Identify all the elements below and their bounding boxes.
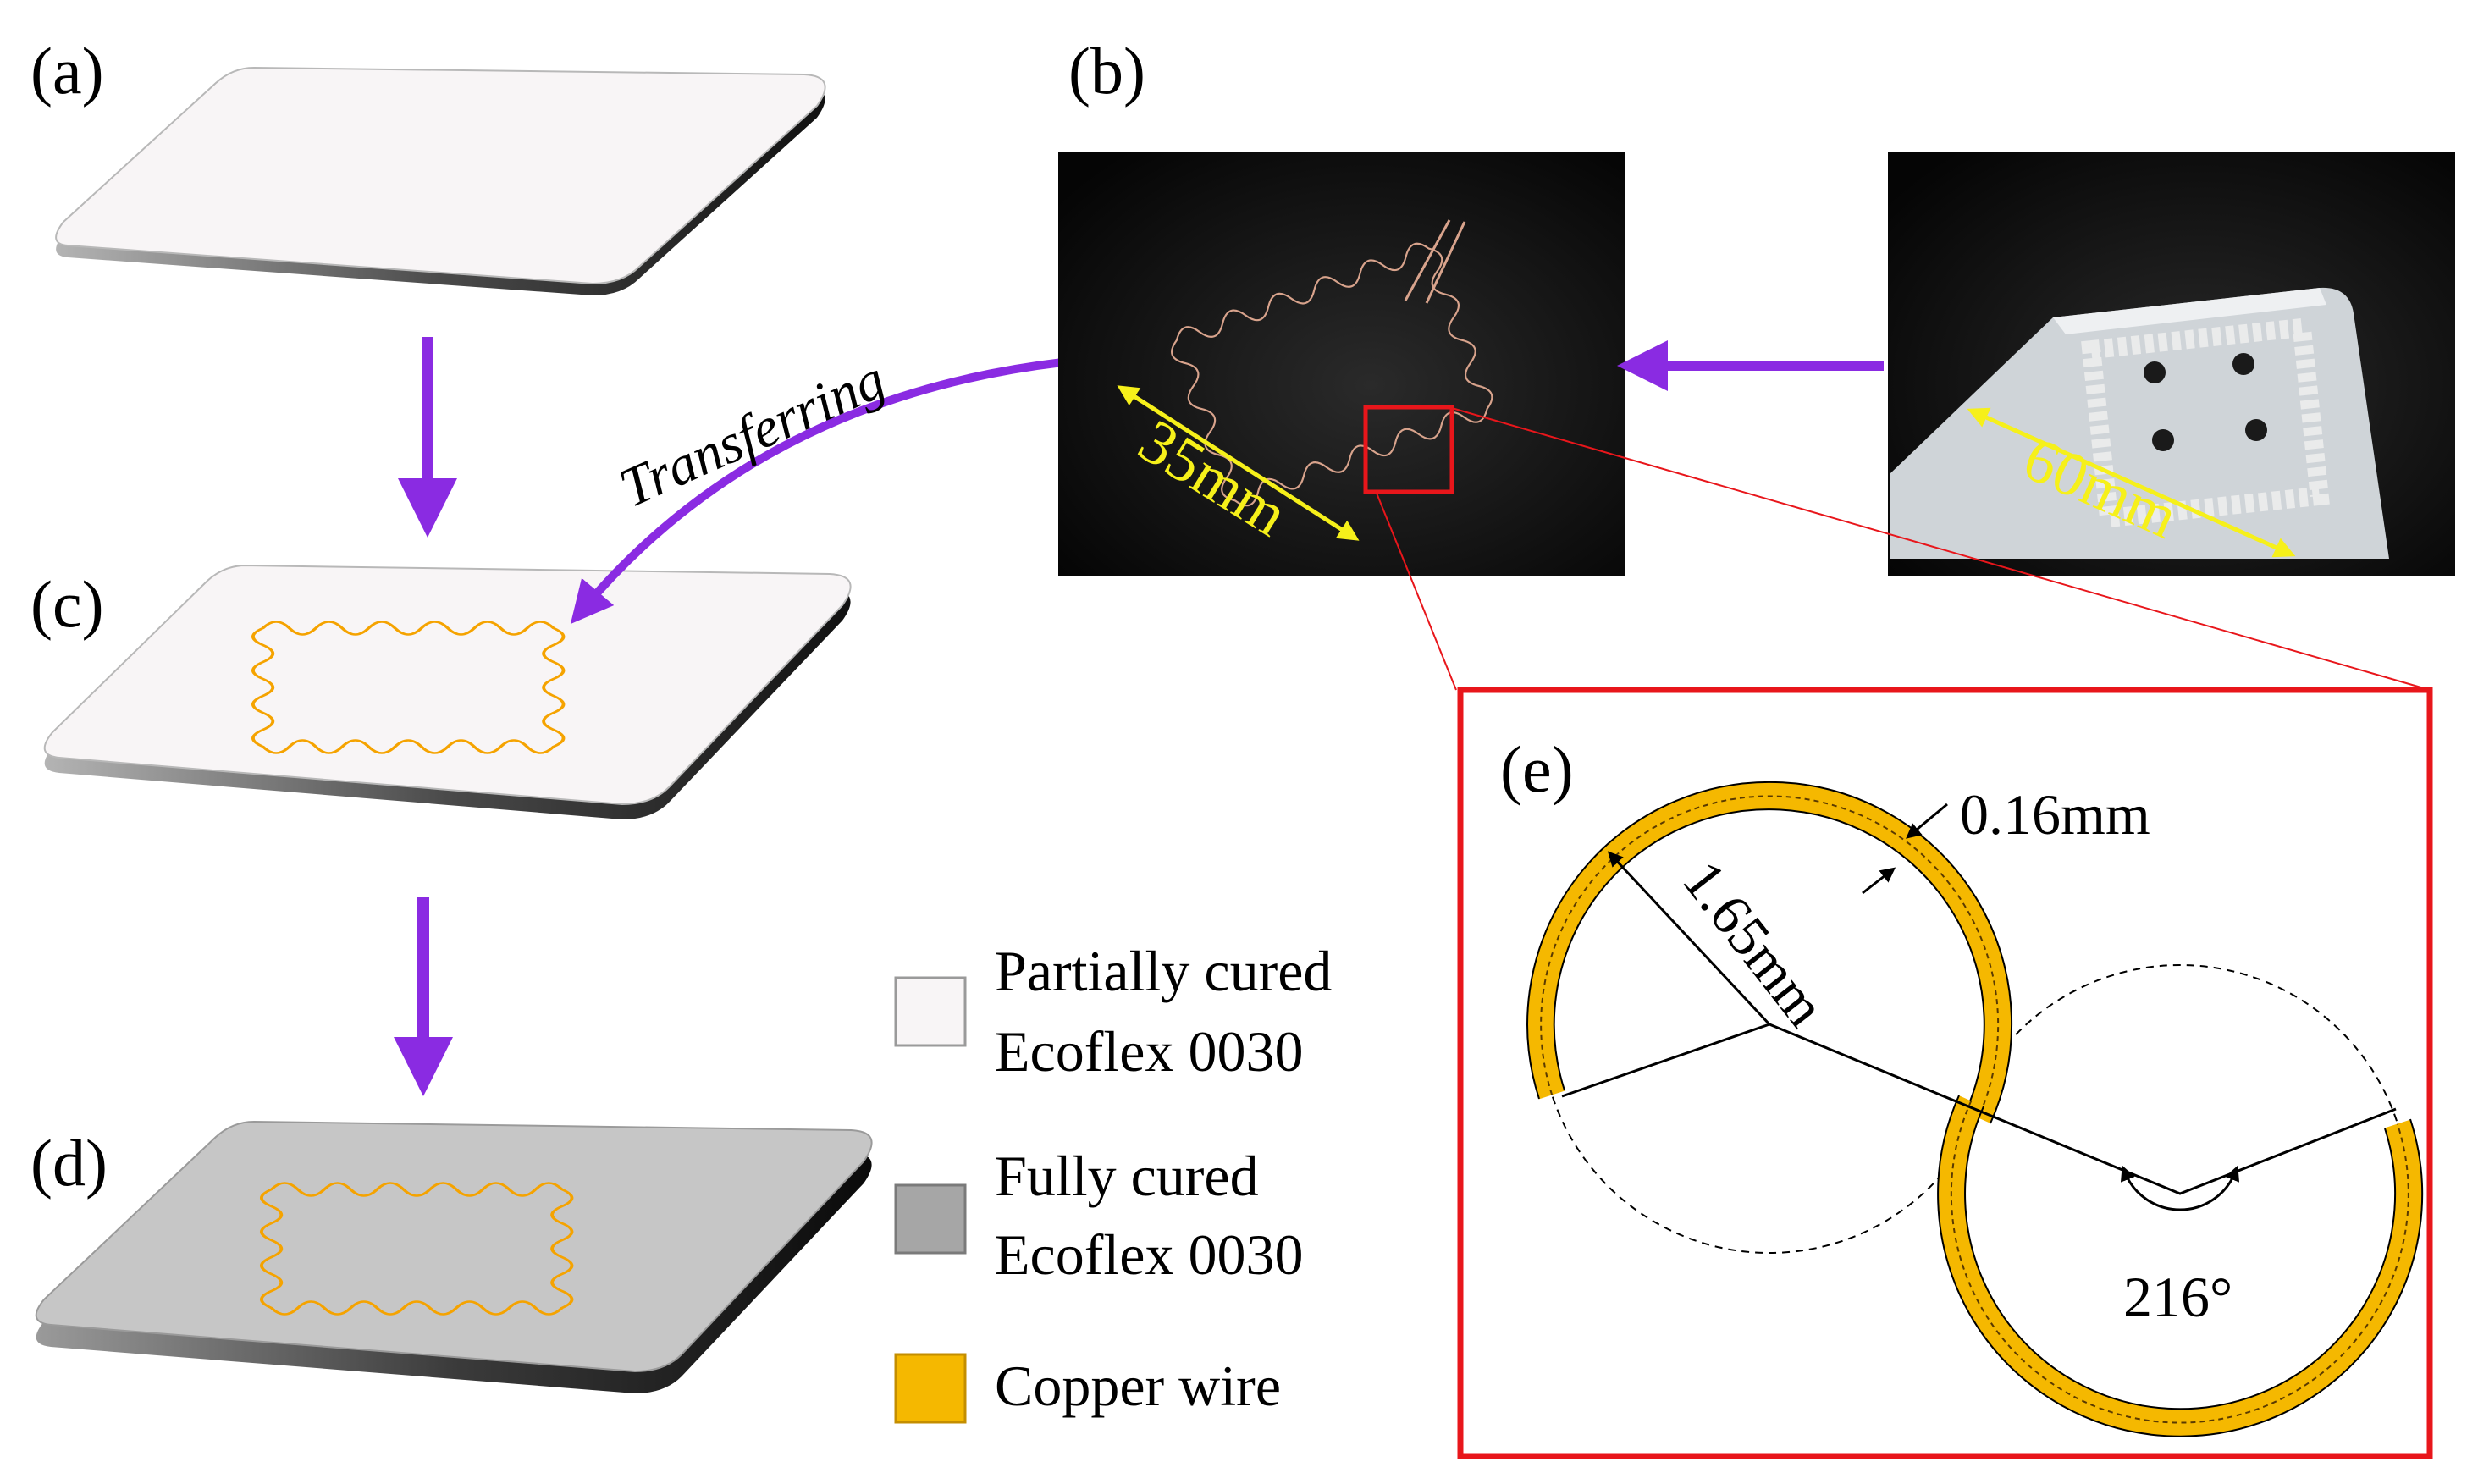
panel-label-c: (c): [30, 567, 104, 641]
zoom-line-left: [1375, 490, 1457, 691]
slab-d: [35, 1120, 873, 1393]
dimension-line-35: [1117, 385, 1360, 541]
photo-wire: 35mm: [1058, 152, 1625, 576]
panel-label-a: (a): [30, 34, 104, 108]
legend-label-partially-cured-1: Partially cured: [995, 939, 1332, 1003]
dimension-line-60: [1967, 407, 2296, 558]
detail-panel: (e) 0.16mm 1.65mm 216°: [1457, 687, 2433, 1459]
legend-swatch-fully-cured: [894, 1183, 967, 1255]
legend-label-fully-cured-2: Ecoflex 0030: [995, 1222, 1303, 1287]
angle-label: 216°: [2123, 1265, 2232, 1329]
legend-label-copper-wire: Copper wire: [995, 1354, 1281, 1418]
transfer-arrow: [570, 358, 1063, 625]
legend-label-fully-cured-1: Fully cured: [995, 1144, 1259, 1208]
legend-swatch-partially-cured: [894, 976, 967, 1047]
zoom-box: [1363, 405, 1454, 494]
legend-swatch-copper-wire: [894, 1353, 967, 1424]
slab-a: [55, 66, 826, 295]
slab-c: [43, 564, 852, 819]
legend: Partially cured Ecoflex 0030 Fully cured…: [894, 939, 1332, 1424]
copper-wire-pattern-c: [251, 621, 566, 754]
zoom-line-right: [1451, 407, 2431, 691]
panel-label-e: (e): [1500, 732, 1574, 806]
panel-label-b: (b): [1068, 34, 1145, 108]
transfer-label: Transferring: [610, 348, 894, 519]
legend-label-partially-cured-2: Ecoflex 0030: [995, 1019, 1303, 1084]
panel-label-d: (d): [30, 1126, 108, 1200]
thickness-label: 0.16mm: [1960, 782, 2150, 847]
photo-mold: 60mm: [1888, 152, 2455, 576]
